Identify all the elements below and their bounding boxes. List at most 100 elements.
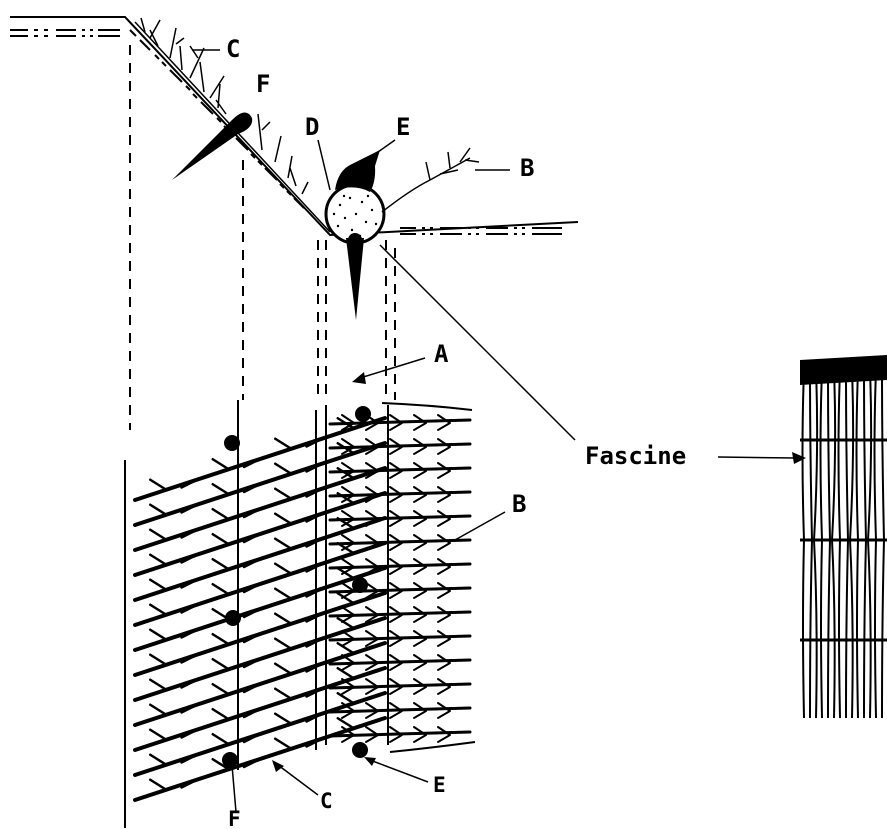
branch-stroke	[149, 753, 168, 766]
branch-stroke	[341, 654, 355, 671]
branch-stroke	[413, 630, 427, 647]
branch-stroke	[341, 726, 355, 743]
fascine-section	[324, 150, 386, 320]
branch-stroke	[389, 606, 403, 623]
branch-stroke	[211, 708, 230, 721]
branch-stroke	[242, 482, 262, 494]
branch-stroke	[180, 503, 199, 514]
stake-f-section	[172, 112, 253, 180]
branch-b-section	[381, 147, 480, 213]
branch-stroke	[413, 558, 427, 575]
branch-stroke	[242, 757, 262, 769]
branch-stroke	[389, 678, 403, 695]
branch-stroke	[437, 534, 451, 551]
branch-stroke	[341, 558, 355, 575]
branch-stroke	[336, 717, 355, 730]
label-c-top: C	[226, 35, 240, 63]
branch-stroke	[413, 702, 427, 719]
branch-stroke	[274, 437, 293, 450]
branch-stroke	[365, 630, 379, 647]
branch-stroke	[305, 487, 324, 498]
branch-stroke	[211, 458, 230, 471]
branch-stroke	[180, 628, 199, 639]
branch-stroke	[149, 528, 168, 541]
fascine-stick	[855, 369, 860, 719]
branch-stroke	[211, 633, 230, 646]
branch-stroke	[305, 462, 324, 473]
fascine-bundle-illustration	[800, 355, 887, 719]
branch-stroke	[413, 414, 427, 431]
branch-stroke	[242, 507, 262, 519]
stake-dot	[352, 577, 368, 593]
branch-stroke	[274, 562, 293, 575]
branch-stroke	[305, 587, 324, 598]
branch-stroke	[211, 658, 230, 671]
branch-stroke	[211, 683, 230, 696]
branch-stroke	[365, 558, 379, 575]
branch-stroke	[274, 712, 293, 725]
branch-stroke	[180, 703, 199, 714]
branch-stroke	[242, 732, 262, 744]
plan-view	[124, 400, 476, 828]
slope-cross-section	[10, 16, 579, 430]
ground-line	[10, 16, 579, 237]
label-d: D	[305, 113, 319, 141]
branch-stroke	[211, 483, 230, 496]
fascine-label: Fascine	[585, 442, 686, 470]
branch-stroke	[413, 654, 427, 671]
label-f-top: F	[256, 70, 270, 98]
branch-stroke	[389, 414, 403, 431]
branch-stroke	[437, 630, 451, 647]
branch-stroke	[336, 617, 355, 630]
projection-lines	[129, 45, 396, 430]
branch-stroke	[437, 510, 451, 527]
branch-stroke	[336, 642, 355, 655]
label-c-lower: C	[320, 789, 333, 813]
branch-stroke	[413, 678, 427, 695]
branch-stroke	[180, 528, 199, 539]
branch-stroke	[336, 567, 355, 580]
branch-stroke	[211, 758, 230, 771]
branch-stroke	[211, 508, 230, 521]
fascine-stick	[827, 369, 832, 719]
branch-stroke	[149, 703, 168, 716]
branch-stroke	[274, 587, 293, 600]
branch-stroke	[389, 486, 403, 503]
branch-stroke	[274, 512, 293, 525]
label-a: A	[434, 340, 449, 368]
branch-stroke	[336, 467, 355, 480]
brush-layer-branches	[133, 414, 472, 802]
branch-stroke	[341, 630, 355, 647]
branch-stroke	[365, 462, 379, 479]
fascine-stick	[845, 369, 850, 719]
branch-stroke	[305, 712, 324, 723]
branch-stroke	[149, 578, 168, 591]
branch-stroke	[149, 628, 168, 641]
branch-stroke	[305, 512, 324, 523]
branch-stroke	[274, 637, 293, 650]
ground-hatch-left	[10, 29, 120, 37]
ground-hatch-right	[400, 227, 562, 235]
branch-stroke	[336, 667, 355, 680]
stake-dot	[222, 752, 238, 768]
branch-stroke	[149, 478, 168, 491]
branch-stroke	[437, 462, 451, 479]
branch-stroke	[365, 726, 379, 743]
branch-stroke	[274, 537, 293, 550]
label-b-top: B	[520, 154, 534, 182]
branch-stroke	[341, 462, 355, 479]
branch-stroke	[341, 414, 355, 431]
branch-stroke	[413, 606, 427, 623]
branch-stroke	[341, 534, 355, 551]
branch-stroke	[242, 557, 262, 569]
branch-stroke	[341, 606, 355, 623]
branch-stroke	[305, 562, 324, 573]
fascine-stick	[801, 369, 806, 719]
fascine-stick	[848, 369, 855, 719]
branch-stroke	[341, 438, 355, 455]
branch-stroke	[437, 726, 451, 743]
branch-stroke	[389, 630, 403, 647]
branch-stroke	[413, 438, 427, 455]
branch-stroke	[211, 558, 230, 571]
